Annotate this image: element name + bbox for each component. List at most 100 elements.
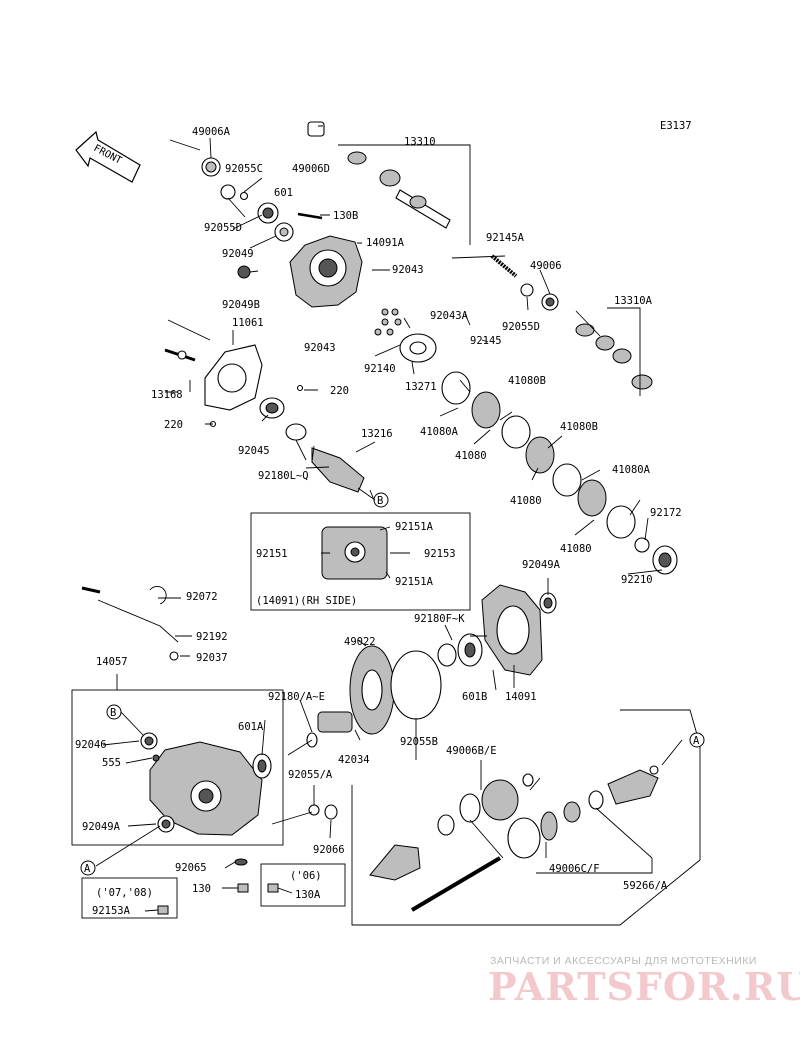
gasket-11061 xyxy=(204,344,263,411)
case-14091a xyxy=(289,235,363,308)
cover-14091 xyxy=(481,584,543,676)
case-14057-frame xyxy=(71,689,284,846)
label-92210: 92210 xyxy=(621,574,653,586)
label-92145a: 92145A xyxy=(486,232,525,244)
label-92045: 92045 xyxy=(238,445,270,457)
ref-circle-a-left xyxy=(80,860,96,876)
ring-gear-49022 xyxy=(349,645,395,735)
bolt-130a xyxy=(267,883,279,893)
label-49006: 49006 xyxy=(530,260,562,272)
label-49022: 49022 xyxy=(344,636,376,648)
cover-rh-side xyxy=(321,526,388,580)
year-06-frame xyxy=(260,863,346,907)
label-130b: 130B xyxy=(333,210,358,222)
label-92049b: 92049B xyxy=(222,299,260,311)
front-arrow-icon: FRONT xyxy=(75,130,141,183)
oil-seal-92049 xyxy=(274,222,294,242)
plug-555 xyxy=(152,754,160,762)
label-92055d: 92055D xyxy=(204,222,242,234)
label-92049a-a: 92049A xyxy=(522,559,561,571)
label-92055c: 92055C xyxy=(225,163,263,175)
cap-92066 xyxy=(324,804,338,820)
bolt-130 xyxy=(237,883,249,893)
seal-92049a-a xyxy=(539,592,557,614)
label-41080-c: 41080 xyxy=(560,543,592,555)
watermark-text: ЗАПЧАСТИ И АКСЕССУАРЫ ДЛЯ МОТОТЕХНИКИ xyxy=(490,955,757,967)
label-130: 130 xyxy=(192,883,211,895)
label-59266-a: 59266/A xyxy=(623,880,668,892)
label-41080-a: 41080 xyxy=(455,450,487,462)
diagram-id: E3137 xyxy=(660,120,692,132)
pin-92072-group xyxy=(81,586,167,605)
label-14091: 14091 xyxy=(505,691,537,703)
o-ring-92055b xyxy=(390,650,442,720)
label-92046: 92046 xyxy=(75,739,107,751)
ref-circle-a-right xyxy=(689,732,705,748)
seal-92210 xyxy=(652,545,678,575)
label-41080b-a: 41080B xyxy=(508,375,546,387)
label-92153: 92153 xyxy=(424,548,456,560)
label-601b: 601B xyxy=(462,691,487,703)
bearing-92045 xyxy=(259,397,285,419)
label-49006c-f: 49006C/F xyxy=(549,863,600,875)
bolt-130b xyxy=(297,212,323,220)
seal-92046 xyxy=(140,732,158,750)
washer-92037 xyxy=(169,651,179,661)
label-13168: 13168 xyxy=(151,389,183,401)
label-year-0708: ('07,'08) xyxy=(96,887,153,899)
bolt-92153a xyxy=(157,905,169,915)
label-14057: 14057 xyxy=(96,656,128,668)
label-601a: 601A xyxy=(238,721,264,733)
label-13310a: 13310A xyxy=(614,295,653,307)
label-92072: 92072 xyxy=(186,591,218,603)
label-92049: 92049 xyxy=(222,248,254,260)
label-92145: 92145 xyxy=(470,335,502,347)
pinion-gear-13216 xyxy=(311,445,365,493)
seal-92049a-b xyxy=(157,815,175,833)
label-49006d: 49006D xyxy=(292,163,330,175)
bearing-601 xyxy=(257,202,279,224)
bearing-601b xyxy=(457,633,483,667)
ring-92172 xyxy=(634,537,650,553)
o-ring-92055d-b xyxy=(520,283,534,297)
label-92180-a-e: 92180/A~E xyxy=(268,691,325,703)
label-92180l-q: 92180L~Q xyxy=(258,470,309,482)
bearing-601a xyxy=(252,753,272,779)
label-92066: 92066 xyxy=(313,844,345,856)
label-601: 601 xyxy=(274,187,293,199)
rod-92192 xyxy=(97,599,179,643)
label-92043-a: 92043 xyxy=(392,264,424,276)
callout-labels: 49006A 92055C 49006D 13310 92055D 601 13… xyxy=(75,126,700,917)
label-92043-b: 92043 xyxy=(304,342,336,354)
oil-seal-92049b xyxy=(237,265,251,279)
label-41080b-b: 41080B xyxy=(560,421,598,433)
label-13310: 13310 xyxy=(404,136,436,148)
drive-shaft-13310a xyxy=(575,323,653,390)
case-14057 xyxy=(149,741,263,836)
label-14091a: 14091A xyxy=(366,237,405,249)
label-92043a: 92043A xyxy=(430,310,469,322)
label-130a: 130A xyxy=(295,889,321,901)
bearing-49006 xyxy=(541,293,559,311)
watermark-brand: PARTSFOR.RU xyxy=(488,964,800,1009)
o-ring-92055a xyxy=(308,804,320,816)
label-13271: 13271 xyxy=(405,381,437,393)
label-92151a-a: 92151A xyxy=(395,521,434,533)
label-92151: 92151 xyxy=(256,548,288,560)
label-13216: 13216 xyxy=(361,428,393,440)
rh-side-frame xyxy=(250,512,471,611)
spring-92145a xyxy=(490,254,518,278)
label-11061: 11061 xyxy=(232,317,264,329)
label-555: 555 xyxy=(102,757,121,769)
balls-92140 xyxy=(374,308,402,336)
label-92151a-b: 92151A xyxy=(395,576,434,588)
label-220-a: 220 xyxy=(330,385,349,397)
leader-lines xyxy=(95,125,683,912)
label-92055d-b: 92055D xyxy=(502,321,540,333)
bearing-49006a xyxy=(201,157,221,177)
label-92172: 92172 xyxy=(650,507,682,519)
label-92065: 92065 xyxy=(175,862,207,874)
axle-59266 xyxy=(369,765,659,912)
year-0708-frame xyxy=(81,877,178,919)
plate-13271 xyxy=(399,333,437,363)
